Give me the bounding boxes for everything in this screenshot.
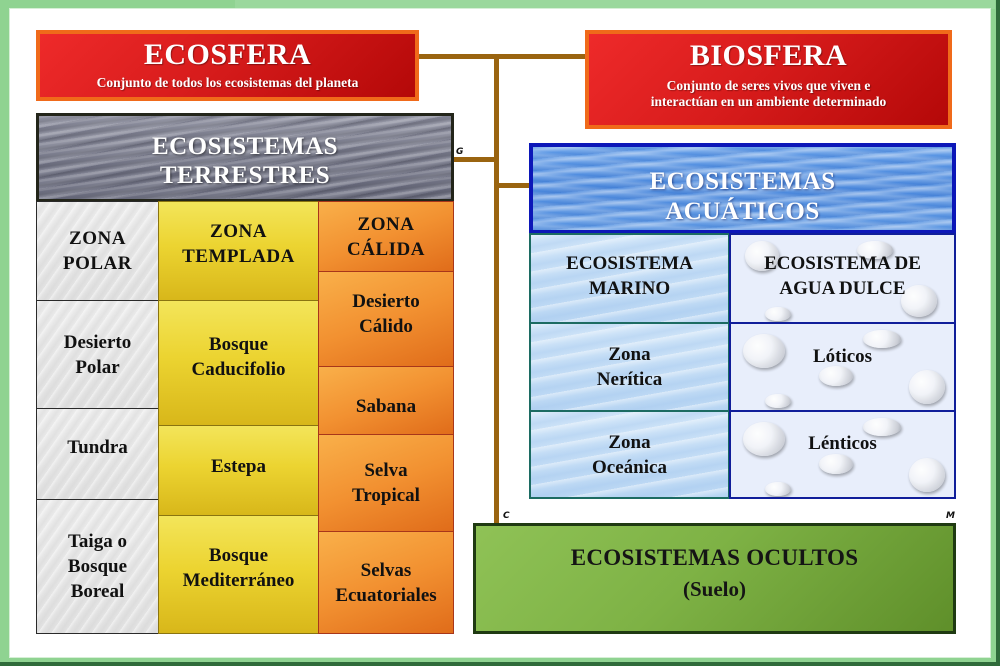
item-line: Estepa — [211, 456, 266, 477]
item-line: Zona — [608, 431, 651, 453]
item-line: Zona — [608, 344, 651, 365]
water-drop-icon — [819, 454, 853, 474]
biosfera-box: BIOSFERA Conjunto de seres vivos que viv… — [585, 30, 952, 129]
biosfera-subtitle-line1: Conjunto de seres vivos que viven e — [666, 78, 871, 93]
item-line: Desierto — [63, 331, 132, 353]
frame-top-highlight — [235, 0, 995, 9]
terrestres-header-line2: TERRESTRES — [159, 162, 331, 189]
acuaticos-header-line1: ECOSISTEMAS — [649, 168, 836, 195]
item-line: Caducifolio — [191, 359, 286, 380]
zona-templada-header-line1: ZONA — [210, 221, 267, 242]
item-line: Ecuatoriales — [335, 584, 437, 606]
zona-calida-header: ZONA CÁLIDA — [318, 201, 454, 272]
item-line: Desierto — [352, 291, 420, 312]
water-drop-icon — [863, 330, 901, 348]
item-line: Tropical — [352, 485, 420, 506]
terrestres-header-line1: ECOSISTEMAS — [151, 133, 339, 160]
agua-dulce-header-line2: AGUA DULCE — [779, 277, 906, 299]
zona-calida-header-line1: ZONA — [357, 213, 415, 235]
polar-item-tundra: Tundra — [36, 408, 159, 500]
water-drop-icon — [857, 241, 893, 259]
water-drop-icon — [743, 422, 785, 456]
item-line: Bosque — [208, 544, 269, 566]
connector-acuaticos — [497, 183, 530, 188]
item-line: Sabana — [355, 396, 417, 417]
item-line: Taiga o — [68, 531, 127, 552]
water-drop-icon — [745, 241, 779, 271]
item-line: Oceánica — [592, 456, 667, 478]
acuaticos-header: ECOSISTEMAS ACUÁTICOS — [529, 143, 956, 234]
connector-ecosfera-biosfera — [418, 54, 586, 59]
marino-header-line2: MARINO — [588, 277, 671, 299]
marker-g: G — [456, 147, 464, 157]
biosfera-subtitle-line2: interactúan en un ambiente determinado — [650, 94, 887, 109]
marker-c: C — [503, 511, 510, 521]
water-drop-icon — [743, 334, 785, 368]
zona-polar-header-line1: ZONA — [69, 228, 126, 249]
item-line: Polar — [75, 356, 120, 378]
ecosfera-subtitle: Conjunto de todos los ecosistemas del pl… — [96, 75, 359, 90]
agua-dulce-item-loticos: Lóticos — [729, 322, 956, 412]
ecosfera-box: ECOSFERA Conjunto de todos los ecosistem… — [36, 30, 419, 101]
water-drop-icon — [909, 458, 945, 492]
acuaticos-header-line2: ACUÁTICOS — [665, 198, 820, 225]
frame-shadow-right — [996, 0, 1000, 666]
water-drop-icon — [765, 307, 791, 321]
marker-m: M — [946, 511, 955, 521]
terrestres-header: ECOSISTEMAS TERRESTRES — [36, 113, 454, 202]
item-line: Bosque — [208, 334, 269, 355]
item-line: Boreal — [70, 581, 125, 602]
water-drop-icon — [765, 394, 791, 408]
templada-item-estepa: Estepa — [158, 425, 319, 516]
zona-calida-header-line2: CÁLIDA — [347, 238, 425, 260]
ocultos-box: ECOSISTEMAS OCULTOS (Suelo) — [473, 523, 956, 634]
frame-shadow-bottom — [0, 662, 1000, 666]
water-drop-icon — [819, 366, 853, 386]
ocultos-title: ECOSISTEMAS OCULTOS — [570, 545, 859, 570]
calida-item-sabana: Sabana — [318, 366, 454, 435]
water-drop-icon — [901, 285, 937, 317]
item-line: Lóticos — [812, 345, 873, 367]
water-drop-icon — [909, 370, 945, 404]
item-line: Bosque — [67, 556, 128, 577]
item-line: Tundra — [67, 436, 128, 458]
zona-polar-header-line2: POLAR — [63, 253, 132, 274]
item-line: Lénticos — [808, 433, 877, 454]
agua-dulce-header-line1: ECOSISTEMA DE — [764, 252, 921, 274]
connector-trunk — [494, 54, 499, 524]
item-line: Selvas — [360, 559, 412, 581]
zona-templada-header: ZONA TEMPLADA — [158, 201, 319, 301]
item-line: Selva — [364, 460, 408, 481]
item-line: Mediterráneo — [182, 569, 295, 591]
connector-terrestres — [453, 157, 497, 162]
ecosfera-title: ECOSFERA — [143, 38, 312, 71]
marino-header: ECOSISTEMA MARINO — [529, 233, 730, 324]
zona-templada-header-line2: TEMPLADA — [182, 246, 295, 267]
agua-dulce-item-lenticos: Lénticos — [729, 410, 956, 499]
agua-dulce-header: ECOSISTEMA DE AGUA DULCE — [729, 233, 956, 324]
marino-header-line1: ECOSISTEMA — [566, 252, 693, 274]
item-line: Nerítica — [596, 369, 663, 390]
water-drop-icon — [765, 482, 791, 496]
water-drop-icon — [863, 418, 901, 436]
biosfera-title: BIOSFERA — [689, 39, 848, 72]
item-line: Cálido — [359, 316, 413, 337]
zona-polar-header: ZONA POLAR — [36, 201, 159, 301]
ocultos-subtitle: (Suelo) — [683, 577, 746, 601]
